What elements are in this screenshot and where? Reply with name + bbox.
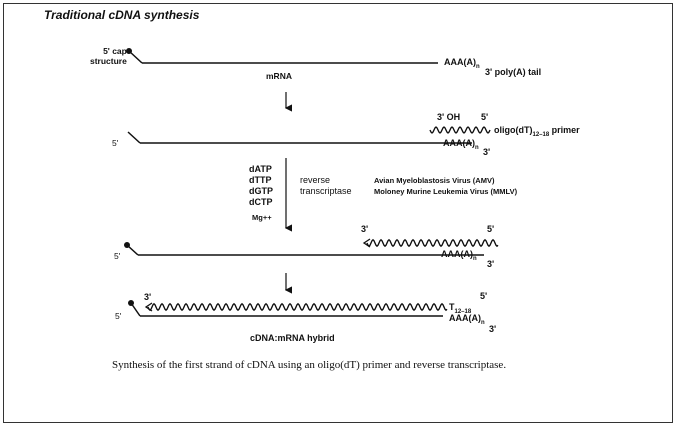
dntp-dttp: dTTP bbox=[249, 175, 272, 185]
full-cdna-wave bbox=[147, 302, 448, 312]
figure-caption: Synthesis of the first strand of cDNA us… bbox=[112, 359, 507, 371]
polya-label-3: AAA(A)n bbox=[441, 249, 477, 262]
polya-tail-label: 3' poly(A) tail bbox=[485, 67, 542, 77]
cdna-three-prime-4: 3' bbox=[144, 292, 152, 302]
figure-frame bbox=[3, 3, 673, 423]
polya-label-1: AAA(A)n bbox=[444, 57, 480, 70]
t-label: T12–18 bbox=[449, 302, 472, 315]
primer-five-prime: 5' bbox=[481, 112, 489, 122]
three-oh-label: 3' OH bbox=[437, 112, 461, 122]
hybrid-label: cDNA:mRNA hybrid bbox=[250, 333, 335, 343]
five-prime-label-2: 5' bbox=[112, 138, 119, 148]
mg-label: Mg++ bbox=[252, 213, 272, 222]
mrna-strand-4 bbox=[128, 300, 443, 317]
partial-cdna-arrowhead bbox=[362, 238, 371, 248]
oligo-dt-label: oligo(dT)12–18 primer bbox=[494, 125, 580, 138]
three-prime-label-3: 3' bbox=[487, 259, 495, 269]
enzyme-source-list: Avian Myeloblastosis Virus (AMV) Moloney… bbox=[374, 175, 517, 197]
cdna-five-prime-3: 5' bbox=[487, 224, 495, 234]
mrna-strand-1 bbox=[126, 48, 438, 64]
dntp-datp: dATP bbox=[249, 164, 272, 174]
mrna-label: mRNA bbox=[266, 71, 292, 81]
partial-cdna-wave bbox=[366, 238, 499, 248]
source-amv: Avian Myeloblastosis Virus (AMV) bbox=[374, 176, 495, 185]
full-cdna-arrowhead bbox=[144, 302, 153, 312]
polya-label-2: AAA(A)n bbox=[443, 138, 479, 151]
mrna-strand-2 bbox=[127, 131, 472, 144]
three-prime-label-4: 3' bbox=[489, 324, 497, 334]
five-prime-label-3: 5' bbox=[114, 251, 121, 261]
five-prime-label-4: 5' bbox=[115, 311, 122, 321]
oligo-dt-primer-wave bbox=[429, 126, 491, 134]
dntp-list: dATP dTTP dGTP dCTP bbox=[249, 164, 273, 208]
cap-label: 5' cap structure bbox=[90, 46, 127, 66]
three-prime-label-2: 3' bbox=[483, 147, 491, 157]
mrna-strand-3 bbox=[124, 242, 484, 256]
polya-label-4: AAA(A)n bbox=[449, 313, 485, 326]
enzyme-label: reverse transcriptase bbox=[300, 175, 352, 196]
dntp-dctp: dCTP bbox=[249, 197, 273, 207]
cdna-five-prime-4: 5' bbox=[480, 291, 488, 301]
cdna-three-prime-3: 3' bbox=[361, 224, 369, 234]
figure-title: Traditional cDNA synthesis bbox=[44, 8, 200, 22]
dntp-dgtp: dGTP bbox=[249, 186, 273, 196]
source-mmlv: Moloney Murine Leukemia Virus (MMLV) bbox=[374, 187, 518, 196]
